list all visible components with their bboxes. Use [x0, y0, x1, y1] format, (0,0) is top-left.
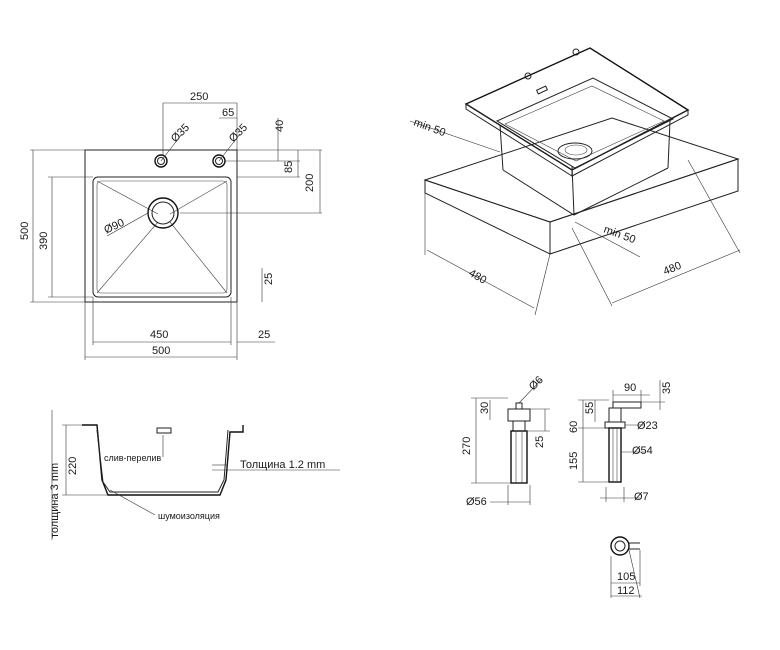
dim-min50-top: min 50	[412, 117, 447, 140]
top-view: 250 65 Ø35 Ø35 40 85 200 25 500 390 Ø90	[19, 91, 322, 360]
dim-155: 155	[568, 452, 580, 470]
dim-65: 65	[222, 107, 234, 119]
dim-60: 60	[568, 421, 580, 433]
dim-d23: Ø23	[637, 420, 658, 432]
dim-90: 90	[624, 382, 636, 394]
dim-200: 200	[304, 174, 316, 192]
dim-250: 250	[190, 91, 208, 103]
dim-d6: Ø6	[527, 374, 546, 393]
dim-25-a: 25	[534, 436, 546, 448]
dim-390: 390	[38, 232, 50, 250]
dim-220-section: 220	[67, 457, 79, 475]
dispenser-top-view: 105 112	[610, 536, 642, 599]
dim-30-a: 30	[479, 402, 491, 414]
label-thickness-1-2mm: Толщина 1.2 mm	[240, 459, 325, 471]
dispenser-a: 270 30 Ø6 25 Ø56	[461, 374, 550, 508]
dim-450: 450	[150, 329, 168, 341]
dim-d90: Ø90	[102, 217, 126, 237]
dim-d54: Ø54	[632, 445, 653, 457]
tap-hole-left	[154, 154, 168, 168]
dim-35-b: 35	[661, 382, 673, 394]
dim-500-horizontal: 500	[152, 345, 170, 357]
dim-25-bottom: 25	[258, 329, 270, 341]
label-overflow: слив-перелив	[104, 453, 161, 463]
dim-d7: Ø7	[634, 491, 649, 503]
dim-40: 40	[274, 120, 286, 132]
dim-d35-right: Ø35	[227, 122, 250, 145]
dim-500-vertical: 500	[19, 222, 31, 240]
dim-d56: Ø56	[466, 496, 487, 508]
dispenser-b: 60 55 155 90 35 Ø23 Ø54 Ø7	[568, 380, 673, 503]
label-thickness-3mm: толщина 3 mm	[49, 463, 61, 538]
dim-25-right: 25	[263, 273, 275, 285]
label-insulation: шумоизоляция	[158, 511, 220, 521]
drain-hole	[147, 197, 179, 229]
dim-105: 105	[617, 571, 635, 583]
section-view: 220 толщина 3 mm слив-перелив Толщина 1.…	[49, 410, 340, 540]
dim-112: 112	[617, 585, 635, 597]
iso-view: min 50 min 50 480 480	[409, 47, 741, 316]
dim-480-left: 480	[467, 267, 489, 287]
dim-270: 270	[461, 437, 473, 455]
dim-d35-left: Ø35	[169, 122, 192, 145]
dim-85: 85	[283, 161, 295, 173]
dim-55: 55	[584, 402, 596, 414]
